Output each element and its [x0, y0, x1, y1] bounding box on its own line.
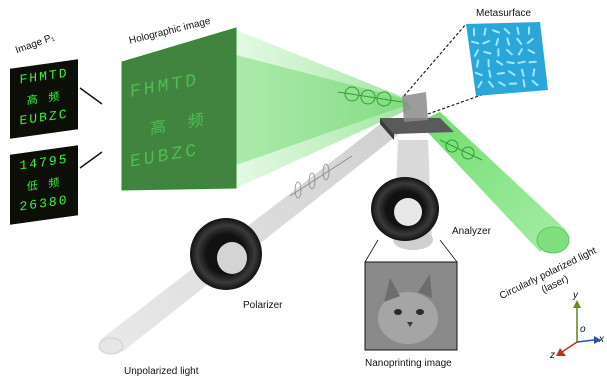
nanorod — [474, 71, 483, 77]
nanorod — [532, 68, 536, 77]
analyzer-ring — [371, 177, 439, 241]
axis-z-label: z — [550, 350, 555, 361]
holographic-fan — [236, 30, 412, 188]
nanorod — [488, 69, 492, 78]
image-p1-row1: FHMTD — [19, 65, 69, 88]
nanorod — [522, 79, 526, 88]
nanorod — [495, 60, 504, 66]
nanorod — [503, 27, 511, 35]
nanorod — [496, 72, 505, 75]
nanorod — [498, 81, 506, 87]
nanorod — [526, 38, 534, 44]
nanorod — [488, 80, 494, 88]
nanorod — [527, 49, 536, 54]
nanorod — [508, 70, 516, 76]
axis-origin-label: o — [580, 324, 586, 335]
nanorod — [495, 37, 500, 46]
polarization-symbols — [289, 155, 353, 199]
nanorod — [528, 60, 537, 64]
holographic-screen — [121, 27, 237, 191]
image-p2-panel: 14795 低 频 26380 — [10, 145, 78, 225]
nanorod — [492, 29, 500, 34]
nanorod — [521, 68, 525, 77]
unpolarized-light-label: Unpolarized light — [124, 366, 199, 377]
nanorod — [506, 37, 511, 46]
nanorod — [516, 26, 520, 35]
nanorod — [476, 59, 480, 68]
nanorod — [516, 37, 523, 45]
nanorod — [483, 27, 487, 36]
analyzer-label: Analyzer — [452, 226, 491, 237]
nanorod — [483, 50, 492, 55]
panel-connector-lines — [79, 87, 103, 169]
axis-y-label: y — [573, 290, 578, 301]
nanorod — [517, 48, 523, 56]
laser-beam — [418, 112, 570, 254]
nanorod — [531, 79, 539, 87]
image-p2-row1: 14795 — [19, 151, 69, 174]
nanorod — [471, 40, 480, 45]
hologram-text: FHMTD 高 频 EUBZC — [126, 60, 234, 189]
polarizer-ring — [190, 218, 262, 290]
metasurface-chip — [380, 92, 454, 140]
coordinate-axes — [556, 300, 601, 356]
metasurface-zoom-lines — [403, 23, 491, 115]
polarizer-label: Polarizer — [243, 300, 283, 311]
nanorod — [482, 40, 491, 45]
nanoprinting-image — [364, 261, 458, 351]
metasurface-inset — [466, 22, 548, 96]
nanorod — [473, 49, 479, 57]
nanoprinting-image-label: Nanoprinting image — [365, 358, 452, 369]
nanorod — [506, 61, 515, 65]
nanorod — [517, 60, 526, 64]
hologram-row2: 高 频 — [150, 110, 210, 140]
hologram-row3: EUBZC — [130, 140, 200, 173]
metasurface-label: Metasurface — [476, 8, 532, 19]
nanorod — [506, 48, 513, 56]
axis-x-label: x — [599, 334, 604, 345]
nanorod — [477, 80, 483, 89]
nanoprint-zoom-lines — [364, 239, 458, 263]
circular-polarization-symbols — [337, 86, 483, 161]
